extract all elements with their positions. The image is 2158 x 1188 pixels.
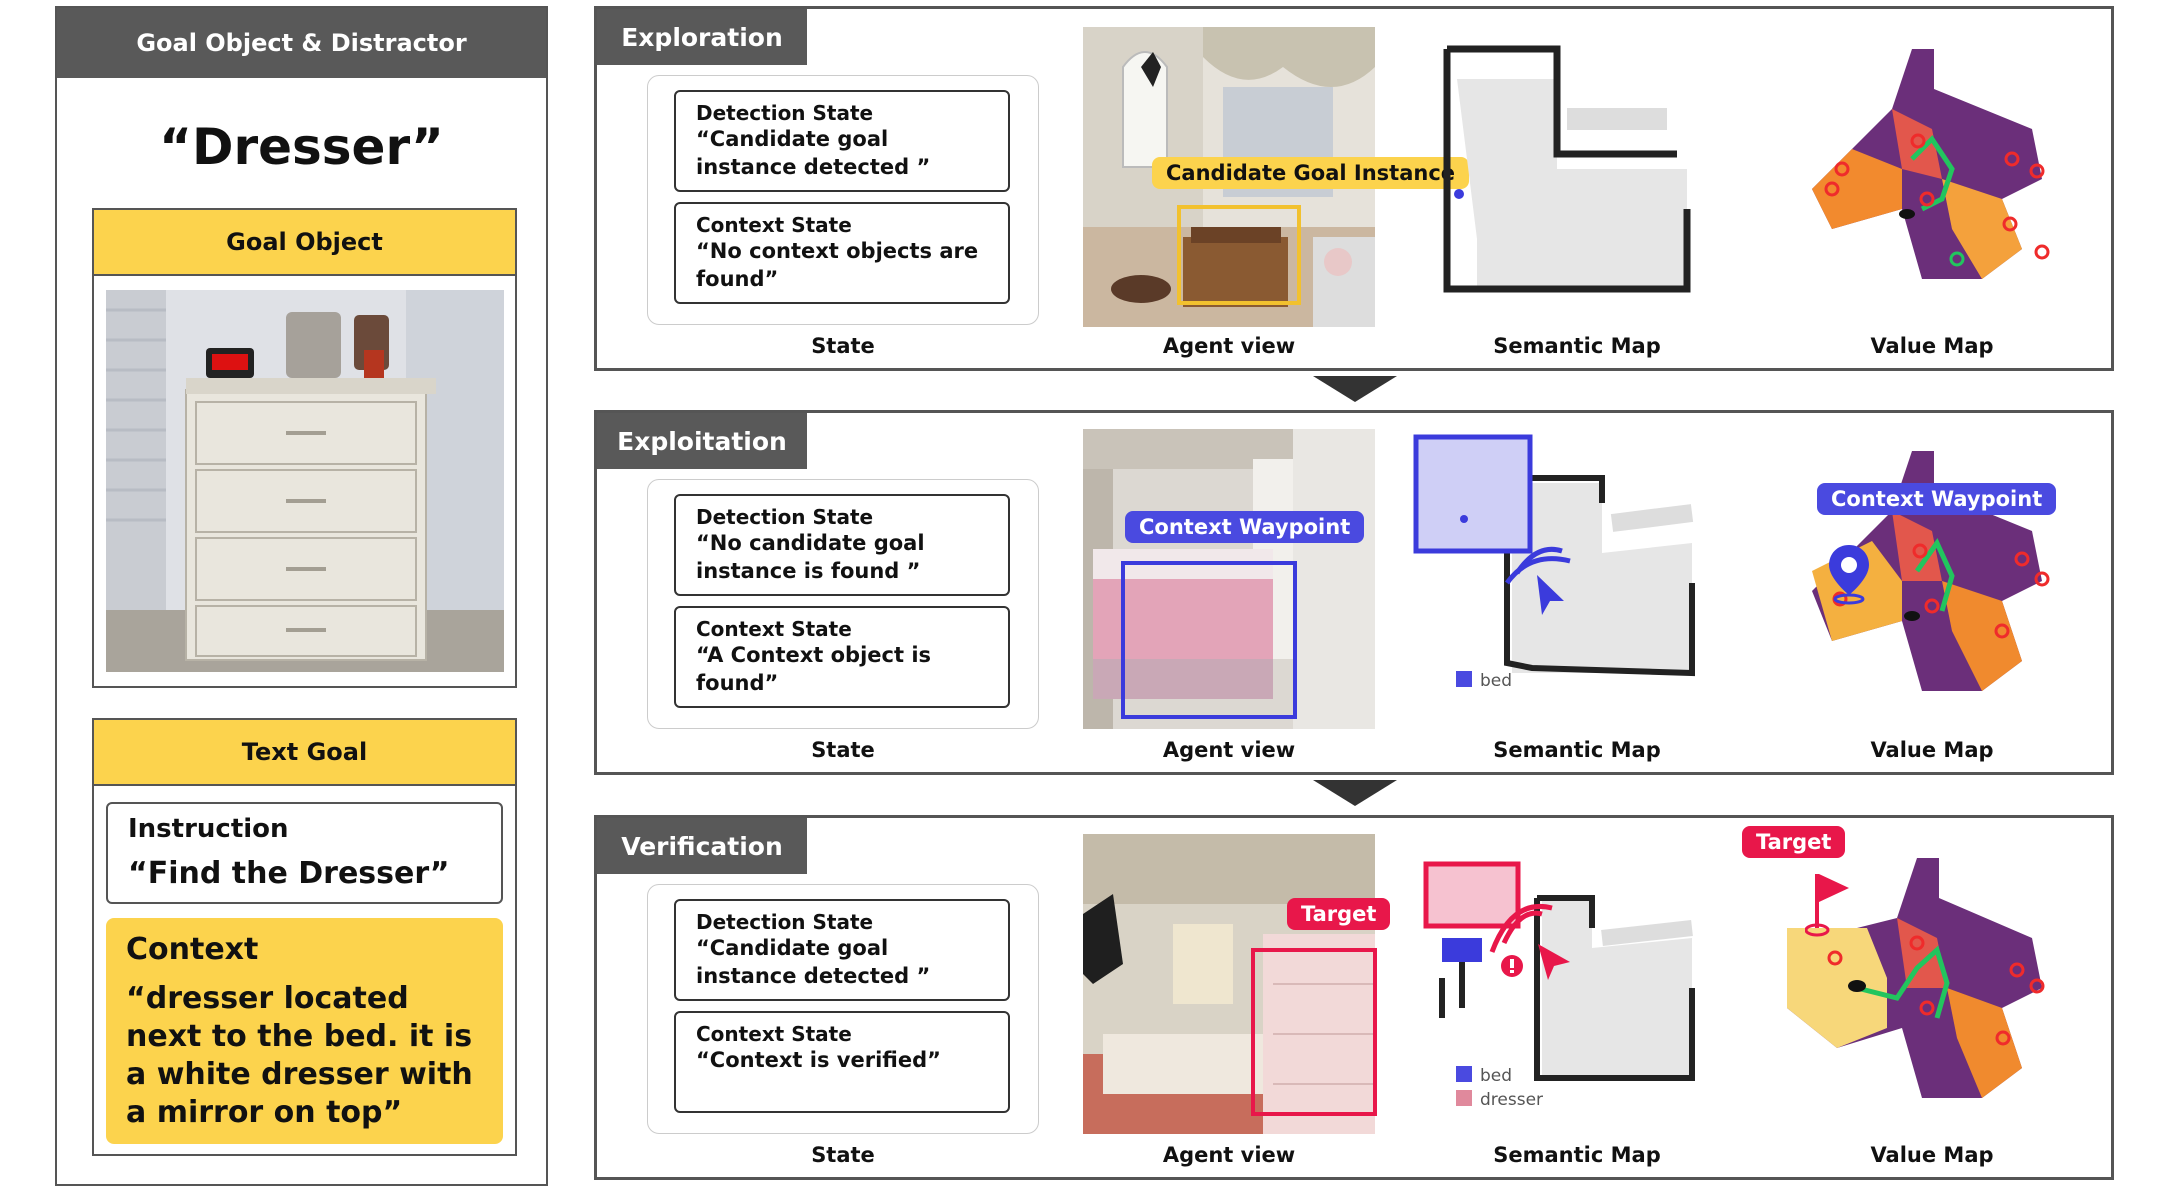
state-label: State bbox=[811, 738, 875, 762]
semantic-map-image bbox=[1443, 45, 1691, 293]
value-map-label: Value Map bbox=[1870, 334, 1994, 358]
value-map-image bbox=[1787, 858, 2045, 1098]
agent-view-image bbox=[1083, 27, 1375, 327]
semantic-map-image bbox=[1423, 861, 1695, 1106]
detection-state-text: “Candidate goal instance detected ” bbox=[696, 936, 931, 989]
instruction-card: Instruction “Find the Dresser” bbox=[106, 802, 503, 904]
context-state-text: “A Context object is found” bbox=[696, 643, 932, 696]
goal-object-box: Goal Object bbox=[92, 208, 517, 688]
agent-view-label: Agent view bbox=[1162, 738, 1296, 762]
location-pin-icon bbox=[1829, 545, 1869, 605]
legend-bed: bed bbox=[1480, 671, 1513, 691]
semantic-map-image bbox=[1413, 434, 1695, 687]
instruction-label: Instruction bbox=[128, 814, 289, 844]
text-goal-box: Text Goal Instruction “Find the Dresser”… bbox=[92, 718, 517, 1156]
stage-tab: Exploration bbox=[597, 9, 807, 65]
stage-exploration: Exploration Detection State “Candidate g… bbox=[594, 6, 2114, 371]
stage-tab: Exploitation bbox=[597, 413, 807, 469]
state-label: State bbox=[811, 1143, 875, 1167]
target-tag: Target bbox=[1287, 898, 1391, 930]
detection-state-title: Detection State bbox=[696, 910, 874, 934]
stage-verification: Verification Detection State “Candidate … bbox=[594, 815, 2114, 1180]
legend-dresser: dresser bbox=[1480, 1090, 1544, 1110]
value-map-label: Value Map bbox=[1870, 1143, 1994, 1167]
agent-view-image bbox=[1083, 834, 1375, 1134]
goal-panel-header: Goal Object & Distractor bbox=[57, 8, 546, 78]
state-label: State bbox=[811, 334, 875, 358]
semantic-map-label: Semantic Map bbox=[1493, 334, 1661, 358]
value-waypoint-tag: Context Waypoint bbox=[1817, 483, 2057, 515]
state-card: Detection State “Candidate goal instance… bbox=[647, 75, 1039, 325]
context-state-title: Context State bbox=[696, 1022, 852, 1046]
instruction-text: “Find the Dresser” bbox=[128, 856, 450, 891]
detection-state-text: “Candidate goal instance detected ” bbox=[696, 127, 931, 180]
candidate-goal-tag: Candidate Goal Instance bbox=[1152, 157, 1470, 189]
context-state-box: Context State “Context is verified” bbox=[674, 1011, 1010, 1113]
agent-view-image bbox=[1083, 429, 1375, 729]
goal-quote: “Dresser” bbox=[159, 118, 444, 176]
context-bbox bbox=[1121, 561, 1297, 719]
legend-bed: bed bbox=[1480, 1066, 1513, 1086]
text-goal-title: Text Goal bbox=[94, 720, 515, 786]
value-target-tag: Target bbox=[1742, 826, 1846, 858]
detection-state-box: Detection State “Candidate goal instance… bbox=[674, 90, 1010, 192]
stage-tab: Verification bbox=[597, 818, 807, 874]
context-state-title: Context State bbox=[696, 213, 852, 237]
state-card: Detection State “No candidate goal insta… bbox=[647, 479, 1039, 729]
detection-state-box: Detection State “No candidate goal insta… bbox=[674, 494, 1010, 596]
detection-state-title: Detection State bbox=[696, 101, 874, 125]
detection-state-title: Detection State bbox=[696, 505, 874, 529]
agent-view-label: Agent view bbox=[1162, 334, 1296, 358]
context-label: Context bbox=[126, 932, 259, 967]
flag-icon bbox=[1805, 874, 1849, 937]
context-state-box: Context State “No context objects are fo… bbox=[674, 202, 1010, 304]
value-map-image bbox=[1812, 49, 2050, 279]
context-text: “dresser located next to the bed. it is … bbox=[126, 981, 473, 1131]
goal-panel: Goal Object & Distractor “Dresser” Goal … bbox=[55, 6, 548, 1186]
context-state-text: “Context is verified” bbox=[696, 1048, 941, 1073]
semantic-map-label: Semantic Map bbox=[1493, 738, 1661, 762]
candidate-bbox bbox=[1177, 205, 1301, 305]
context-waypoint-tag: Context Waypoint bbox=[1125, 511, 1365, 543]
flow-arrow bbox=[1313, 376, 1397, 402]
detection-state-box: Detection State “Candidate goal instance… bbox=[674, 899, 1010, 1001]
flow-arrow bbox=[1313, 780, 1397, 806]
target-bbox bbox=[1251, 948, 1377, 1116]
context-card: Context “dresser located next to the bed… bbox=[106, 918, 503, 1144]
context-state-text: “No context objects are found” bbox=[696, 239, 979, 292]
goal-object-title: Goal Object bbox=[94, 210, 515, 276]
stage-exploitation: Exploitation Detection State “No candida… bbox=[594, 410, 2114, 775]
detection-state-text: “No candidate goal instance is found ” bbox=[696, 531, 925, 584]
value-map-label: Value Map bbox=[1870, 738, 1994, 762]
context-state-box: Context State “A Context object is found… bbox=[674, 606, 1010, 708]
dresser-photo bbox=[106, 290, 504, 672]
context-state-title: Context State bbox=[696, 617, 852, 641]
semantic-map-label: Semantic Map bbox=[1493, 1143, 1661, 1167]
agent-view-label: Agent view bbox=[1162, 1143, 1296, 1167]
state-card: Detection State “Candidate goal instance… bbox=[647, 884, 1039, 1134]
